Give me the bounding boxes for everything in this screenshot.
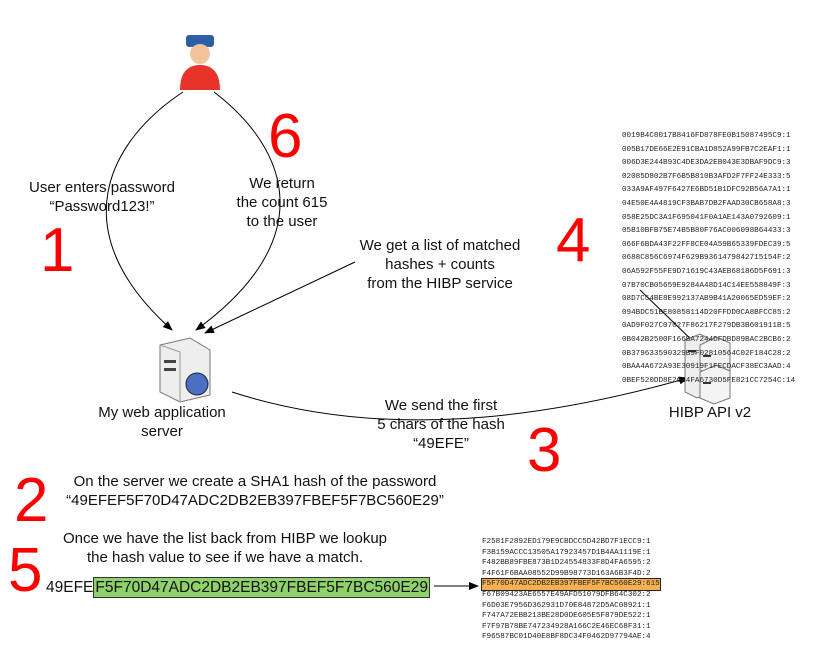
user-to-server-arrow xyxy=(105,91,184,331)
send-text-line: 5 chars of the hash xyxy=(377,416,505,433)
server-to-user-arrow xyxy=(195,91,281,331)
step-5: 5 xyxy=(8,536,43,605)
hash-row: F7F97B78BE747234928A166C2E46EC68F31:1 xyxy=(482,622,651,631)
send-text-line: “49EFE” xyxy=(413,435,469,452)
send-text-line: We send the first xyxy=(384,397,498,414)
hash-suffix-highlight: F5F70D47ADC2DB2EB397FBEF5F7BC560E29 xyxy=(93,577,430,598)
hash-row: 005B17DE66E2E91CBA1D852A99FB7C2EAF1:1 xyxy=(622,145,791,154)
step-2: 2 xyxy=(14,466,49,535)
list-text-line: from the HIBP service xyxy=(367,275,513,292)
hash-row: 05B10BFB75E74B5B80F76AC006098B64433:3 xyxy=(622,227,791,236)
hash-row: 0688C856C6974F629B9361479842715154F:2 xyxy=(622,254,791,263)
sha-text-line: On the server we create a SHA1 hash of t… xyxy=(73,473,437,490)
list-text-line: hashes + counts xyxy=(385,256,495,273)
hash-row: 094BDC51BE80858114D20FFDD0CA8BFCC85:2 xyxy=(622,308,791,317)
hash-prefix: 49EFE xyxy=(46,579,94,596)
sha-text-line: “49EFEF5F70D47ADC2DB2EB397FBEF5F7BC560E2… xyxy=(66,492,444,509)
hash-row: F3B159ACCC13505A17923457D1B4AA1119E:1 xyxy=(482,548,651,557)
hibp-servers-icon xyxy=(684,333,731,405)
hash-row: F6D03E7956D362931D70E84872D5AC08921:1 xyxy=(482,601,651,610)
hash-row: F96587BC01D40E8BF8DC34F0462D97794AE:4 xyxy=(482,633,651,642)
sha1-text: On the server we create a SHA1 hash of t… xyxy=(40,472,470,510)
hash-row: 02085D802B7F6B5B810B3AFD2F7FF24E333:5 xyxy=(622,172,791,181)
return-count-text: We return the count 615 to the user xyxy=(222,174,342,231)
hash-row: 066F6BDA43F22FF8CE04A59B65339FDEC39:5 xyxy=(622,240,791,249)
step-1: 1 xyxy=(40,216,75,285)
full-hash: 49EFE F5F70D47ADC2DB2EB397FBEF5F7BC560E2… xyxy=(46,577,430,598)
hash-row: 0BAA4A672A93E30919F1FECDACF38EC3AAD:4 xyxy=(622,363,791,372)
hash-row: 0AD9F027C07027F86217F279DB3B601911B:5 xyxy=(622,322,791,331)
list-text-line: We get a list of matched xyxy=(359,237,521,254)
matched-list-text: We get a list of matched hashes + counts… xyxy=(340,236,540,293)
hash-row: F67B09423AE6557E49AFD51079DFB64C302:2 xyxy=(482,590,651,599)
user-text-line: User enters password xyxy=(29,179,175,196)
hash-row: 04E50E4A4819CF3BAB7DB2FAAD30CB658A8:3 xyxy=(622,199,791,208)
lookup-text: Once we have the list back from HIBP we … xyxy=(30,529,420,567)
hash-row: F482BB89FBE873B1D24554833F8D4FA6595:2 xyxy=(482,559,651,568)
user-icon xyxy=(180,35,220,90)
return-text-line: to the user xyxy=(246,213,318,230)
hash-row: 0B379633590329B9F02810564C02F184C28:2 xyxy=(622,349,791,358)
return-text-line: We return xyxy=(249,175,315,192)
hash-row: 07B70CB05659E9284A48D14C14EE558849F:3 xyxy=(622,281,791,290)
hash-row: F747A72EBB213BE28D0DE605E5F879DE522:1 xyxy=(482,612,651,621)
return-text-line: the count 615 xyxy=(236,194,328,211)
hash-row: 08D7C54BE8E992137AB9B41A20065ED59EF:2 xyxy=(622,295,791,304)
server-to-hibp-arrow xyxy=(231,376,689,421)
hibp-response-list: 0019B4C8017B8416FD878FE0B15087495C9:1 005… xyxy=(622,130,795,388)
step-4: 4 xyxy=(556,206,591,275)
user-text-line: “Password123!” xyxy=(49,198,155,215)
hash-row: 0B042B2500F166BA7244DFDBD89BAC2BCB6:2 xyxy=(622,335,791,344)
server-label-line: server xyxy=(141,423,183,440)
step-3: 3 xyxy=(527,416,562,485)
hash-row: F4F61F6BAA08552D99B98773D163A6B3F4D:2 xyxy=(482,569,651,578)
hash-row: 0019B4C8017B8416FD878FE0B15087495C9:1 xyxy=(622,132,791,140)
send-prefix-text: We send the first 5 chars of the hash “4… xyxy=(356,396,526,453)
server-label-line: My web application xyxy=(98,404,226,421)
web-server-icon xyxy=(159,337,211,403)
hibp-label: HIBP API v2 xyxy=(668,404,752,421)
lookup-text-line: Once we have the list back from HIBP we … xyxy=(62,530,388,547)
hash-row: 033A9AF497F6427E6BD51B1DFC92B56A7A1:1 xyxy=(622,186,791,195)
server-label: My web application server xyxy=(82,403,242,441)
hash-row: 058E25DC3A1F695041F0A1AE143A0792609:1 xyxy=(622,213,791,222)
hash-row: 0BEF520DD8E2634FA6730D5FE821CC7254C:14 xyxy=(622,376,796,385)
lookup-text-line: the hash value to see if we have a match… xyxy=(87,549,363,566)
hash-row: F2581F2892ED179E9CBDCC5D42BD7F1ECC9:1 xyxy=(482,538,651,546)
step-6: 6 xyxy=(268,102,303,171)
list-to-server-arrow xyxy=(204,261,356,334)
user-enters-password-text: User enters password “Password123!” xyxy=(2,178,202,216)
hash-row: 006D3E244B93C4DE3DA2EB043E3DBAF9DC9:3 xyxy=(622,159,791,168)
hash-row: 06A592F55FE9D71619C43AEB68186D5F691:3 xyxy=(622,267,791,276)
matched-hash-row: F5F70D47ADC2DB2EB397FBEF5F7BC560E29:615 xyxy=(481,578,661,591)
